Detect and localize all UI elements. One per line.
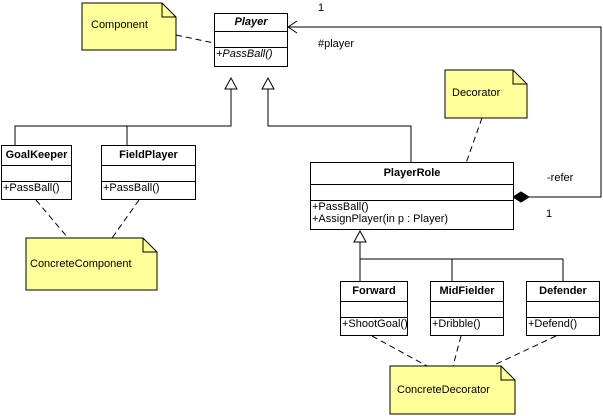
generalization-playerrole: [261, 76, 412, 162]
association-source-role: -refer: [547, 172, 574, 184]
class-fieldplayer-operations: +PassBall(): [102, 182, 195, 194]
note-concrete-component: [25, 237, 158, 291]
class-midfielder-attributes: [431, 302, 503, 318]
note-component: [81, 2, 177, 51]
operation: +PassBall(): [312, 201, 369, 213]
class-fieldplayer-attributes: [102, 166, 195, 182]
class-defender-name: Defender: [527, 282, 599, 302]
class-player-attributes: [215, 32, 287, 48]
class-defender-attributes: [527, 302, 599, 318]
class-playerrole-operations: +PassBall() +AssignPlayer(in p : Player): [311, 201, 513, 225]
class-playerrole-attributes: [311, 185, 513, 201]
class-fieldplayer-name: FieldPlayer: [102, 146, 195, 166]
note-component-text: Component: [91, 19, 148, 31]
note-concrete-decorator-text: ConcreteDecorator: [397, 384, 490, 396]
class-playerrole-name: PlayerRole: [311, 163, 513, 185]
operation: +ShootGoal(): [342, 318, 408, 330]
note-decorator-text: Decorator: [452, 87, 501, 99]
class-forward: Forward +ShootGoal(): [340, 281, 408, 336]
class-goalkeeper-name: GoalKeeper: [2, 146, 71, 166]
note-connectors: [35, 34, 557, 367]
class-playerrole: PlayerRole +PassBall() +AssignPlayer(in …: [310, 162, 514, 230]
class-defender-operations: +Defend(): [527, 318, 599, 330]
class-forward-attributes: [341, 302, 407, 318]
class-goalkeeper-attributes: [2, 166, 71, 182]
generalization-decorator-subclasses: [353, 229, 564, 281]
generalization-component-subclasses: [14, 76, 238, 145]
note-concrete-decorator: [389, 365, 516, 415]
class-midfielder-operations: +Dribble(): [431, 318, 503, 330]
class-player-operations: +PassBall(): [215, 48, 287, 60]
operation: +PassBall(): [3, 182, 60, 194]
note-decorator: [444, 69, 528, 119]
class-midfielder-name: MidFielder: [431, 282, 503, 302]
association-target-multiplicity: 1: [318, 2, 325, 14]
class-forward-operations: +ShootGoal(): [341, 318, 408, 330]
operation: +AssignPlayer(in p : Player): [312, 213, 449, 225]
association-target-role: #player: [318, 38, 355, 50]
class-player: Player +PassBall(): [214, 13, 288, 67]
operation: +PassBall(): [103, 182, 160, 194]
association-source-multiplicity: 1: [546, 208, 553, 220]
class-player-name: Player: [215, 14, 287, 32]
operation: +Defend(): [528, 318, 578, 330]
aggregation-association: [287, 20, 602, 203]
note-concrete-component-text: ConcreteComponent: [30, 258, 132, 270]
operation: +PassBall(): [216, 48, 273, 60]
class-goalkeeper: GoalKeeper +PassBall(): [1, 145, 72, 200]
class-fieldplayer: FieldPlayer +PassBall(): [101, 145, 196, 200]
operation: +Dribble(): [432, 318, 481, 330]
class-goalkeeper-operations: +PassBall(): [2, 182, 71, 194]
class-midfielder: MidFielder +Dribble(): [430, 281, 504, 336]
class-forward-name: Forward: [341, 282, 407, 302]
class-defender: Defender +Defend(): [526, 281, 600, 336]
